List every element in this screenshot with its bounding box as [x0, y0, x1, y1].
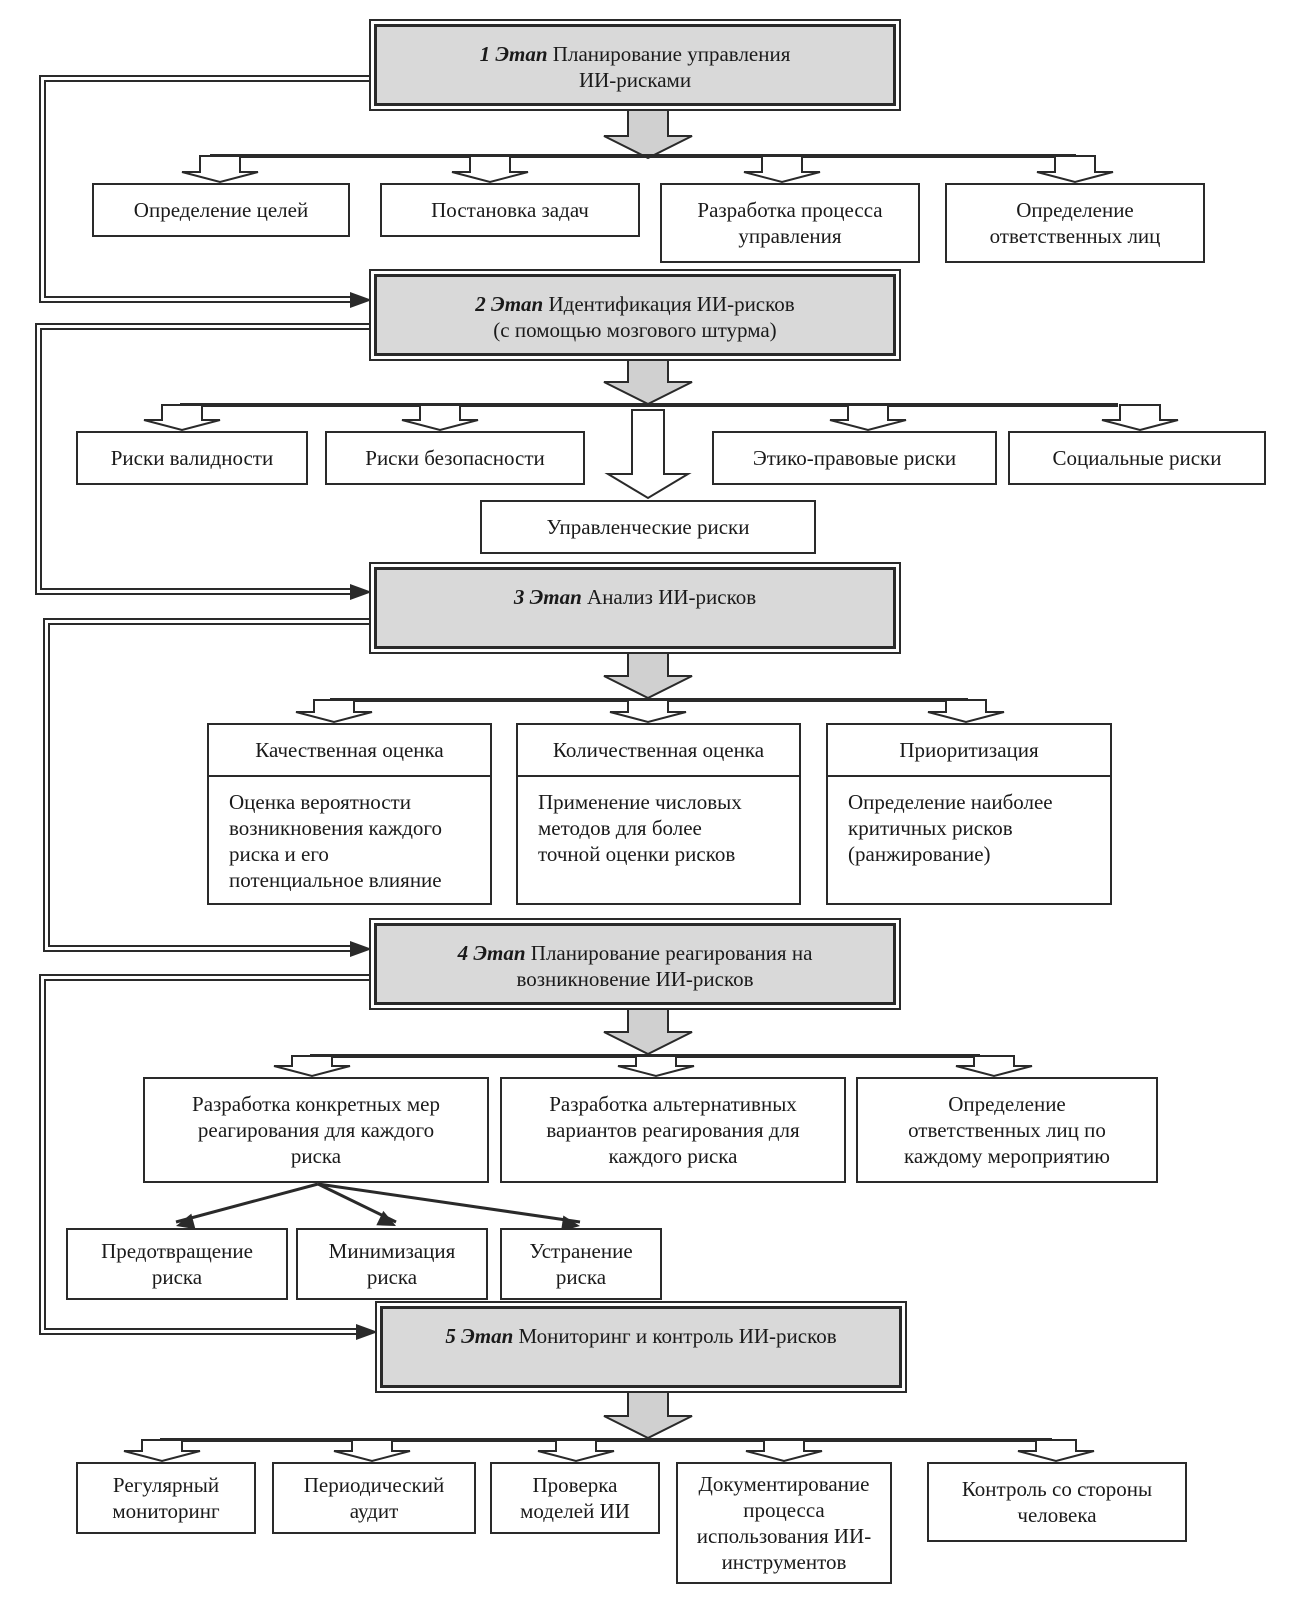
stage-4-sub-elimination: Устранение риска [500, 1228, 662, 1300]
stage-5-item-audit: Периодический аудит [272, 1462, 476, 1534]
loop-stage-4-to-5-line [39, 974, 374, 1335]
stage-1-item-tasks: Постановка задач [380, 183, 640, 237]
stage-4-box: 4 Этап Планирование реагирования на возн… [374, 923, 896, 1005]
stage-3-arrow [603, 651, 693, 700]
stage-2-item-arrow-4 [1101, 404, 1179, 432]
stage-3-item-prioritization: Приоритизация Определение наиболее крити… [826, 723, 1112, 905]
stage-5-arrow [603, 1391, 693, 1440]
stage-5-item-arrow-1 [123, 1439, 201, 1463]
stage-3-item-arrow-1 [295, 699, 373, 724]
loop-stage-4-to-5 [39, 974, 378, 1340]
loop-stage-2-to-3-line [40, 328, 374, 590]
stage-4-number: 4 Этап [457, 941, 526, 965]
stage-1-item-arrow-1 [181, 155, 259, 184]
stage-5-item-models: Проверка моделей ИИ [490, 1462, 660, 1534]
sub-arrow-line-1 [175, 1182, 319, 1224]
stage-5-item-arrow-2 [333, 1439, 411, 1463]
stage-4-sub-minimization: Минимизация риска [296, 1228, 488, 1300]
stage-5-box: 5 Этап Мониторинг и контроль ИИ-рисков [380, 1306, 902, 1388]
stage-2-number: 2 Этап [475, 292, 544, 316]
stage-2-item-management: Управленческие риски [480, 500, 816, 554]
stage-4-sub-prevention: Предотвращение риска [66, 1228, 288, 1300]
qualitative-body: Оценка вероятности возникновения каждого… [229, 790, 442, 892]
stage-2-bus [180, 403, 1118, 407]
stage-4-item-arrow-1 [273, 1055, 351, 1078]
prioritization-body: Определение наиболее критичных рисков (р… [848, 790, 1053, 866]
loop-stage-3-to-4-line [48, 623, 374, 947]
loop-stage-3-to-4-line [43, 618, 374, 952]
stage-4-title: Планирование реагирования на возникновен… [516, 941, 813, 991]
loop-stage-1-to-2 [39, 75, 374, 308]
qualitative-head: Качественная оценка [209, 725, 490, 777]
stage-3-item-quantitative: Количественная оценка Применение числовы… [516, 723, 801, 905]
stage-5-item-human-control: Контроль со стороны человека [927, 1462, 1187, 1542]
stage-4-item-alternatives: Разработка альтернативных вариантов реаг… [500, 1077, 846, 1183]
prioritization-head: Приоритизация [828, 725, 1110, 777]
stage-1-bus [210, 154, 1076, 158]
stage-5-item-arrow-3 [537, 1439, 615, 1463]
stage-2-item-social: Социальные риски [1008, 431, 1266, 485]
stage-2-item-arrow-1 [143, 404, 221, 432]
quantitative-body: Применение числовых методов для более то… [538, 790, 742, 866]
stage-1-item-arrow-3 [743, 155, 821, 184]
stage-5-number: 5 Этап [445, 1324, 514, 1348]
loop-stage-1-to-2-arrowhead [350, 292, 372, 308]
sub-arrows [175, 1182, 581, 1232]
stage-5-item-documentation: Документирование процесса использования … [676, 1462, 892, 1584]
stage-1-title: Планирование управления ИИ-рисками [552, 42, 791, 92]
loop-stage-1-to-2-line [39, 75, 374, 303]
stage-3-item-qualitative: Качественная оценка Оценка вероятности в… [207, 723, 492, 905]
stage-5-item-arrow-4 [745, 1439, 823, 1463]
loop-stage-4-to-5-arrowhead [356, 1324, 378, 1340]
stage-1-arrow [603, 109, 693, 160]
stage-4-arrow [603, 1007, 693, 1056]
stage-3-item-arrow-2 [609, 699, 687, 724]
sub-arrow-line-3 [317, 1182, 581, 1224]
quantitative-head: Количественная оценка [518, 725, 799, 777]
stage-3-title: Анализ ИИ-рисков [587, 585, 757, 609]
stage-loop-lines [35, 75, 378, 1340]
sub-arrowhead-3 [561, 1215, 580, 1232]
stage-2-item-validity: Риски валидности [76, 431, 308, 485]
stage-3-item-arrow-3 [927, 699, 1005, 724]
stage-5-bus [160, 1438, 1052, 1442]
loop-stage-2-to-3 [35, 323, 374, 600]
stage-5-item-monitoring: Регулярный мониторинг [76, 1462, 256, 1534]
stage-2-title: Идентификация ИИ-рисков (с помощью мозго… [493, 292, 795, 342]
stage-1-box: 1 Этап Планирование управления ИИ-рискам… [374, 24, 896, 106]
stage-5-title: Мониторинг и контроль ИИ-рисков [518, 1324, 837, 1348]
stage-2-item-arrow-3 [829, 404, 907, 432]
stage-1-item-goals: Определение целей [92, 183, 350, 237]
stage-1-item-arrow-2 [451, 155, 529, 184]
stage-4-item-arrow-3 [955, 1055, 1033, 1078]
loop-stage-4-to-5-line [44, 979, 374, 1330]
stage-4-item-arrow-2 [617, 1055, 695, 1078]
stage-arrows [603, 109, 693, 1440]
management-risks-arrow [604, 409, 692, 500]
stage-3-number: 3 Этап [513, 585, 582, 609]
loop-stage-3-to-4-arrowhead [350, 941, 372, 957]
stage-2-box: 2 Этап Идентификация ИИ-рисков (с помощь… [374, 274, 896, 356]
stage-4-item-responsible: Определение ответственных лиц по каждому… [856, 1077, 1158, 1183]
stage-2-arrow [603, 357, 693, 406]
loop-stage-2-to-3-arrowhead [350, 584, 372, 600]
loop-stage-1-to-2-line [44, 80, 374, 298]
stage-5-item-arrow-5 [1017, 1439, 1095, 1463]
stage-1-number: 1 Этап [479, 42, 548, 66]
stage-3-box: 3 Этап Анализ ИИ-рисков [374, 567, 896, 649]
stage-2-item-arrow-2 [401, 404, 479, 432]
loop-stage-3-to-4 [43, 618, 374, 957]
stage-2-item-ethics: Этико-правовые риски [712, 431, 997, 485]
stage-1-item-arrow-4 [1036, 155, 1114, 184]
loop-stage-2-to-3-line [35, 323, 374, 595]
stage-4-item-measures: Разработка конкретных мер реагирования д… [143, 1077, 489, 1183]
sub-arrowhead-2 [376, 1210, 396, 1226]
sub-arrowhead-1 [176, 1213, 196, 1230]
stage-1-item-responsible: Определение ответственных лиц [945, 183, 1205, 263]
item-arrows [123, 155, 1179, 1463]
stage-2-item-security: Риски безопасности [325, 431, 585, 485]
stage-1-item-process: Разработка процесса управления [660, 183, 920, 263]
